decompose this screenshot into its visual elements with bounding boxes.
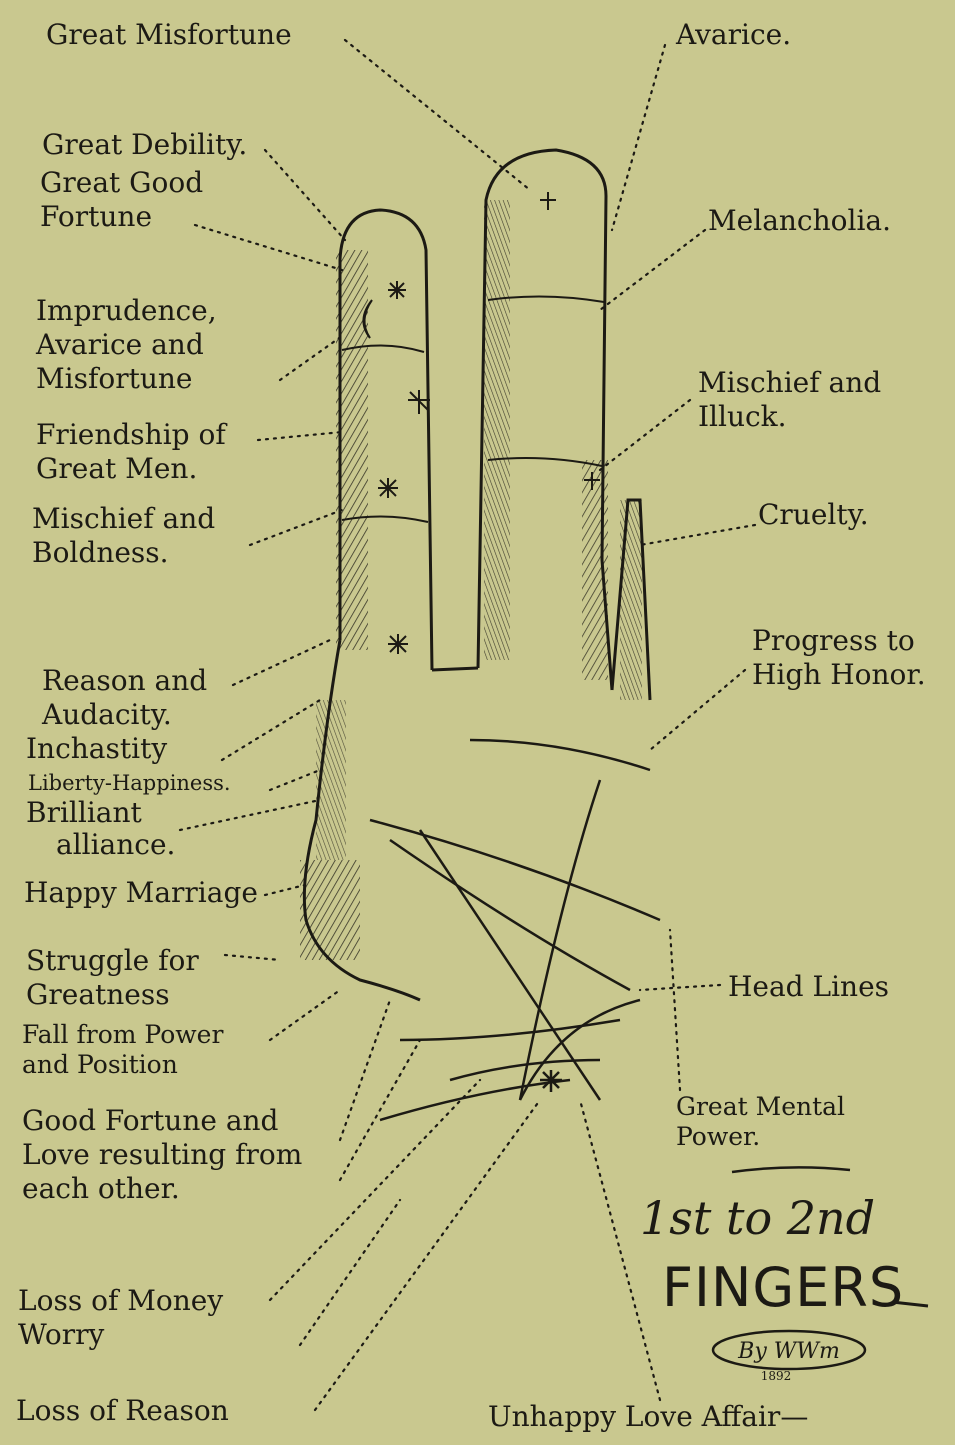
label-progress: Progress to High Honor. xyxy=(752,624,926,692)
label-avarice: Avarice. xyxy=(676,18,791,52)
label-liberty: Liberty-Happiness. xyxy=(28,770,231,796)
label-mischief-boldness: Mischief and Boldness. xyxy=(32,502,215,570)
label-great-debility: Great Debility. xyxy=(42,128,247,162)
label-great-mental: Great Mental Power. xyxy=(676,1092,845,1152)
label-great-good-fortune: Great Good Fortune xyxy=(40,166,203,234)
label-struggle: Struggle for Greatness xyxy=(26,944,199,1012)
label-good-fortune-love: Good Fortune and Love resulting from eac… xyxy=(22,1104,302,1206)
title-fingers: FINGERS xyxy=(662,1258,904,1318)
label-mischief-illuck: Mischief and Illuck. xyxy=(698,366,881,434)
signature-seal: By WWm 1892 xyxy=(706,1326,872,1384)
palm-base xyxy=(432,668,478,670)
label-reason-audacity: Reason and Audacity. xyxy=(42,664,207,732)
label-brilliant: Brilliant xyxy=(26,796,142,830)
label-inchastity: Inchastity xyxy=(26,732,167,766)
signature-initials: By WWm xyxy=(737,1339,840,1364)
palm-lines xyxy=(370,740,660,1120)
label-melancholia: Melancholia. xyxy=(708,204,891,238)
label-head-lines: Head Lines xyxy=(728,970,889,1004)
label-unhappy: Unhappy Love Affair— xyxy=(488,1400,808,1434)
finger-shading xyxy=(300,200,642,960)
label-loss-money: Loss of Money Worry xyxy=(18,1284,223,1352)
title-ordinal: 1st to 2nd xyxy=(640,1190,875,1246)
title-flourish xyxy=(732,1167,850,1172)
label-fall: Fall from Power and Position xyxy=(22,1020,223,1080)
label-happy-marriage: Happy Marriage xyxy=(24,876,258,910)
label-alliance: alliance. xyxy=(56,828,175,862)
signature-year: 1892 xyxy=(761,1369,792,1383)
label-imprudence: Imprudence, Avarice and Misfortune xyxy=(36,294,217,396)
label-loss-reason: Loss of Reason xyxy=(16,1394,229,1428)
label-friendship: Friendship of Great Men. xyxy=(36,418,226,486)
label-great-misfortune: Great Misfortune xyxy=(46,18,292,52)
label-cruelty: Cruelty. xyxy=(758,498,869,532)
